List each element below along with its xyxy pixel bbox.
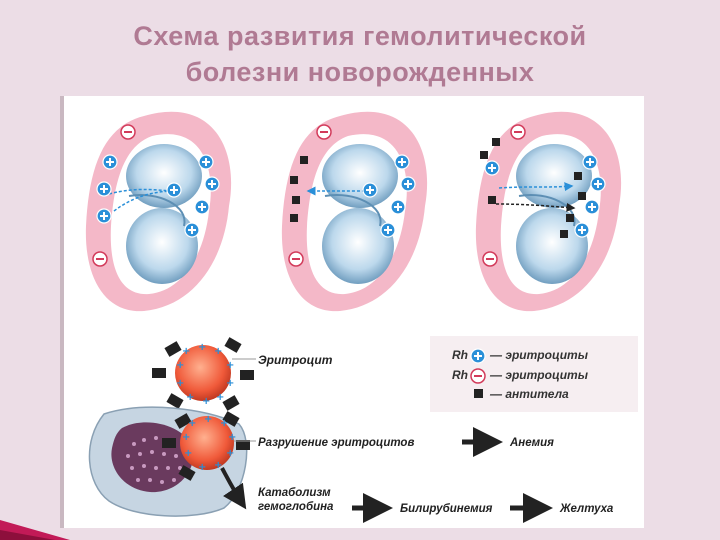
erythrocyte-illustration: +++ ++ ++ +++ — [152, 337, 254, 411]
uterus-stage-1 — [86, 112, 231, 311]
svg-text:+: + — [198, 342, 206, 353]
svg-text:+: + — [182, 432, 190, 443]
rh-plus-badge — [97, 182, 111, 196]
svg-text:+: + — [214, 346, 222, 357]
svg-text:+: + — [188, 418, 196, 429]
legend-antibody-icon — [474, 389, 483, 398]
legend-antibody-text: — антитела — [489, 387, 569, 401]
svg-text:+: + — [198, 462, 206, 473]
rh-minus-badge — [93, 252, 107, 266]
rh-plus-badge — [391, 200, 405, 214]
rh-plus-badge — [585, 200, 599, 214]
antibody-marker — [560, 230, 568, 238]
legend-plus-text: — эритроциты — [489, 348, 589, 362]
rh-plus-badge — [575, 223, 589, 237]
rh-plus-badge — [395, 155, 409, 169]
antibody-marker — [292, 196, 300, 204]
rh-plus-badge — [167, 183, 181, 197]
antibody-marker — [300, 156, 308, 164]
uterus-stage-3 — [476, 112, 621, 311]
rh-minus-badge — [483, 252, 497, 266]
title-line-2: болезни новорожденных — [60, 54, 660, 90]
svg-text:+: + — [182, 346, 190, 357]
label-bilirubinemia: Билирубинемия — [400, 503, 493, 515]
label-jaundice: Желтуха — [559, 503, 614, 515]
uterus-stage-2 — [282, 112, 427, 311]
rh-plus-badge — [195, 200, 209, 214]
legend-rh-label-1: Rh — [452, 348, 468, 362]
label-catabolism-2: гемоглобина — [258, 501, 334, 513]
rh-minus-badge — [317, 125, 331, 139]
legend: Rh — эритроциты Rh — эритроциты — антите… — [430, 336, 638, 412]
title-line-1: Схема развития гемолитической — [60, 18, 660, 54]
label-erythrocyte: Эритроцит — [258, 353, 333, 367]
rh-plus-badge — [401, 177, 415, 191]
rh-plus-badge — [103, 155, 117, 169]
svg-text:+: + — [226, 378, 234, 389]
rh-plus-badge — [185, 223, 199, 237]
rh-plus-badge — [363, 183, 377, 197]
legend-minus-icon — [471, 369, 485, 383]
svg-text:+: + — [204, 414, 212, 425]
rh-plus-badge — [97, 209, 111, 223]
rh-plus-badge — [205, 177, 219, 191]
rh-plus-badge — [381, 223, 395, 237]
legend-plus-icon — [471, 349, 485, 363]
antibody-marker — [290, 214, 298, 222]
antibody-marker — [480, 151, 488, 159]
legend-rh-label-2: Rh — [452, 368, 468, 382]
svg-text:+: + — [216, 392, 224, 403]
rh-plus-badge — [591, 177, 605, 191]
svg-text:+: + — [186, 392, 194, 403]
rh-plus-badge — [199, 155, 213, 169]
rh-minus-badge — [511, 125, 525, 139]
svg-text:+: + — [176, 378, 184, 389]
svg-text:+: + — [184, 448, 192, 459]
rh-minus-badge — [121, 125, 135, 139]
svg-text:+: + — [226, 360, 234, 371]
label-catabolism-1: Катаболизм — [258, 487, 331, 499]
slide-title: Схема развития гемолитической болезни но… — [60, 18, 660, 90]
antibody-marker — [578, 192, 586, 200]
rh-minus-badge — [289, 252, 303, 266]
antibody-marker — [492, 138, 500, 146]
diagram-figure: +++ ++ ++ +++ Эритроцит Rh — эритроциты … — [60, 96, 644, 528]
rh-plus-badge — [485, 161, 499, 175]
antibody-marker — [574, 172, 582, 180]
legend-minus-text: — эритроциты — [489, 368, 589, 382]
svg-text:+: + — [226, 448, 234, 459]
svg-text:+: + — [176, 360, 184, 371]
svg-text:+: + — [202, 396, 210, 407]
antibody-marker — [488, 196, 496, 204]
rh-plus-badge — [583, 155, 597, 169]
label-anemia: Анемия — [509, 437, 554, 449]
svg-text:+: + — [220, 418, 228, 429]
diagram-svg: +++ ++ ++ +++ Эритроцит Rh — эритроциты … — [64, 96, 644, 528]
antibody-marker — [566, 214, 574, 222]
label-destruction: Разрушение эритроцитов — [258, 437, 414, 449]
antibody-marker — [290, 176, 298, 184]
